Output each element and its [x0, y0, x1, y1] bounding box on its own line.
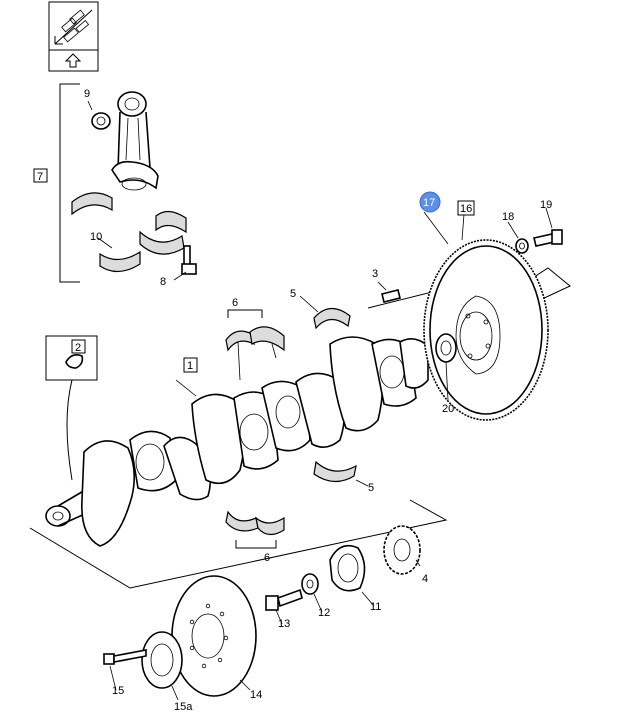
bearing-shell-lower — [97, 230, 185, 273]
callout-4[interactable]: 4 — [422, 573, 428, 585]
callout-5-top[interactable]: 5 — [290, 288, 296, 300]
exploded-view-icon — [54, 9, 93, 45]
main-bearing-bracket-top — [227, 309, 263, 318]
vibration-damper — [171, 575, 257, 697]
bearing-shell-upper — [71, 192, 187, 234]
dowel-pin — [377, 281, 401, 303]
callout-7[interactable]: 7 — [37, 171, 43, 183]
crank-gear — [383, 525, 421, 575]
flywheel-bolt — [533, 229, 563, 247]
callout-15[interactable]: 15 — [112, 685, 124, 697]
crank-hub — [329, 544, 366, 592]
main-bearing-bracket-bottom — [235, 540, 277, 549]
thrust-washer-bottom — [313, 460, 369, 487]
callout-17-highlight — [419, 191, 441, 213]
callout-11[interactable]: 11 — [370, 601, 381, 613]
flywheel — [423, 239, 549, 421]
main-bearing-top — [225, 326, 285, 381]
callout-15a[interactable]: 15a — [174, 701, 193, 713]
small-end-bushing — [87, 100, 111, 130]
navigation-box[interactable] — [48, 1, 99, 72]
callout-6-bottom[interactable]: 6 — [264, 552, 270, 564]
callout-18[interactable]: 18 — [502, 211, 514, 223]
flywheel-washer — [515, 238, 529, 254]
crankshaft — [45, 336, 429, 547]
up-arrow-icon[interactable] — [64, 53, 82, 68]
thrust-washer-top — [299, 295, 351, 330]
callout-16[interactable]: 16 — [460, 203, 472, 215]
damper-bolt — [103, 649, 147, 665]
callout-labels: 9 7 10 8 2 6 5 3 1 17 16 18 19 20 5 6 4 … — [33, 88, 552, 713]
callout-8[interactable]: 8 — [160, 276, 166, 288]
callout-17[interactable]: 17 — [423, 197, 435, 209]
connecting-rod — [111, 91, 159, 191]
callout-10[interactable]: 10 — [90, 231, 102, 243]
main-bearing-bottom — [225, 510, 285, 536]
callout-19[interactable]: 19 — [540, 199, 552, 211]
callout-12[interactable]: 12 — [318, 607, 330, 619]
callout-6-top[interactable]: 6 — [232, 297, 238, 309]
connecting-rod-bracket — [59, 83, 80, 283]
callout-9[interactable]: 9 — [84, 88, 90, 100]
crankshaft-assembly-outline — [29, 499, 448, 589]
damper-ring — [141, 631, 183, 689]
callout-1[interactable]: 1 — [187, 360, 193, 372]
callout-3[interactable]: 3 — [372, 268, 378, 280]
callout-2[interactable]: 2 — [75, 342, 81, 354]
callout-20[interactable]: 20 — [442, 403, 454, 415]
leader-lines — [109, 207, 553, 701]
callout-14[interactable]: 14 — [250, 689, 262, 701]
callout-5-bottom[interactable]: 5 — [368, 482, 374, 494]
hub-bolt — [265, 588, 303, 611]
callout-13[interactable]: 13 — [278, 618, 290, 630]
pilot-bearing — [435, 333, 457, 401]
hub-washer — [301, 573, 319, 595]
rod-bolt — [173, 245, 197, 281]
